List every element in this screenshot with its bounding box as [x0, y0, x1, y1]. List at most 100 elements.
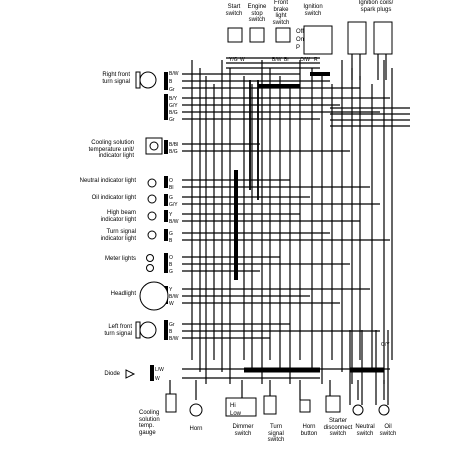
wire-code-ml-1: O [169, 255, 173, 261]
label-ignition-coils: Ignition coils/spark plugs [358, 0, 394, 13]
wire-code-c1-3: B/G [169, 110, 178, 116]
wire-code-hb-2: B/W [169, 219, 179, 225]
turn-signal-switch-body [263, 395, 277, 415]
pin-block-1 [164, 94, 168, 120]
pin-block-7 [164, 253, 168, 273]
wire-code-cool-2: B/G [169, 149, 178, 155]
wire-code-ti-1: G [169, 231, 173, 237]
wire-code-ml-2: B [169, 262, 173, 268]
wire-code-tb-1: B/W [272, 57, 282, 63]
wire-code-rt-1: B/W [169, 71, 179, 77]
wire-code-lt-2: B [169, 329, 173, 335]
wire-code-ti-2: B [169, 238, 173, 244]
pin-block-2 [164, 140, 168, 154]
oil-switch-body [378, 404, 390, 416]
neutral-switch-body [352, 404, 364, 416]
start-switch-body [227, 27, 243, 43]
left-front-turn-signal-lamp [139, 321, 157, 339]
left-front-turn-signal-base [135, 321, 141, 339]
neutral-indicator-lamp [147, 178, 157, 188]
horn-button-body [299, 399, 311, 413]
engine-stop-switch-body [249, 27, 265, 43]
right-front-turn-signal-lamp [139, 71, 157, 89]
wire-code-hl-1: Y [169, 287, 173, 293]
ignition-coil-1 [347, 21, 367, 55]
wire-code-neu-1: O [169, 178, 173, 184]
pin-block-3 [164, 176, 168, 188]
wire-code-neu-2: Bl [169, 185, 174, 191]
label-headlight: Headlight [110, 291, 136, 297]
meter-light-1 [146, 254, 154, 262]
label-oil-indicator: Oil indicator light [91, 195, 136, 201]
meter-light-2 [146, 264, 154, 272]
wire-code-rt-2: B [169, 79, 173, 85]
wire-code-rt-3: Gr [169, 87, 175, 93]
pin-block-0 [164, 72, 168, 90]
wire-code-oil-2: G/Y [169, 202, 178, 208]
headlight-lamp [139, 281, 169, 311]
wire-code-lt-1: Gr [169, 322, 175, 328]
label-meter-lights: Meter lights [104, 256, 136, 262]
pin-block-5 [164, 210, 168, 222]
wire-code-ts-1: Y/G [229, 57, 238, 63]
ignition-table-p: P [296, 45, 301, 51]
wire-code-oil-1: G [169, 195, 173, 201]
wire-code-ti2-1: O/W [300, 57, 310, 63]
cooling-gauge-body [165, 393, 177, 413]
label-diode: Diode [104, 371, 120, 377]
turn-signal-indicator-lamp [147, 230, 157, 240]
pin-block-9 [164, 320, 168, 340]
wire-code-hl-2: B/W [169, 294, 179, 300]
wire-code-c1-1: B/Y [169, 96, 178, 102]
wire-code-ts-2: W [240, 57, 245, 63]
label-neutral-indicator: Neutral indicator light [79, 178, 136, 184]
pin-block-10 [150, 365, 154, 381]
front-brake-switch-body [275, 27, 291, 43]
high-beam-indicator-lamp [147, 211, 157, 221]
wire-code-tb-2: Br [284, 57, 289, 63]
wire-code-ml-3: G [169, 269, 173, 275]
ignition-switch-table [303, 25, 333, 55]
wire-code-c1-4: Gr [169, 117, 175, 123]
wire-code-d-1: L/W [155, 367, 164, 373]
cooling-indicator-lamp [149, 141, 159, 151]
horn-body [189, 403, 203, 417]
oil-indicator-lamp [147, 194, 157, 204]
wiring [169, 54, 410, 405]
wire-code-hb-1: Y [169, 212, 173, 218]
label-horn: Horn [189, 426, 203, 432]
wire-code-mr-1: O/Y [381, 342, 390, 348]
ignition-coil-2 [373, 21, 393, 55]
dimmer-switch-table [225, 397, 257, 417]
ignition-table-on: On [296, 37, 305, 43]
pin-block-4 [164, 194, 168, 206]
wire-code-cool-1: B/Bl [169, 142, 179, 148]
right-front-turn-signal-base [135, 71, 141, 89]
starter-disconnect-body [325, 395, 341, 413]
wire-code-lt-3: B/W [169, 336, 179, 342]
components [125, 21, 393, 417]
ignition-table-off: Off [296, 29, 304, 35]
pin-block-6 [164, 229, 168, 241]
wire-code-hl-3: W [169, 301, 174, 307]
wire-code-d-2: W [155, 376, 160, 382]
dimmer-table-hi: Hi [230, 403, 236, 409]
wire-code-ti2-2: R [314, 57, 318, 63]
